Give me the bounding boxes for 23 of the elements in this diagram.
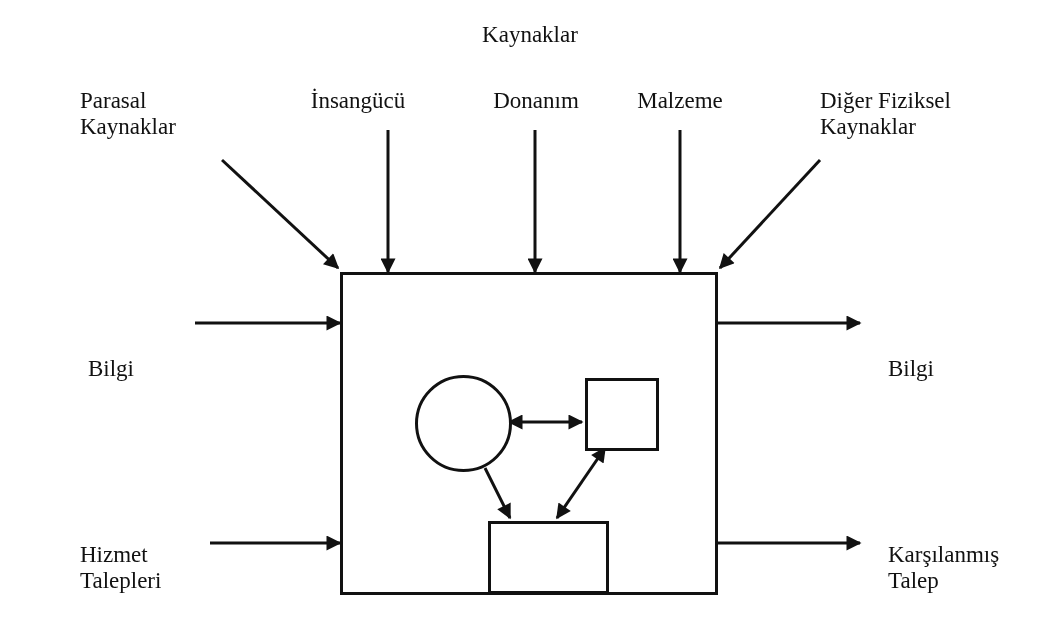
rectangle-shape xyxy=(488,521,609,594)
arrow xyxy=(672,130,688,274)
arrow xyxy=(483,467,512,520)
resource-label: Karşılanmış Talep xyxy=(888,542,1028,598)
arrow xyxy=(718,159,822,270)
resource-label: Bilgi xyxy=(888,356,958,386)
resource-label: Hizmet Talepleri xyxy=(80,542,190,598)
title: Kaynaklar xyxy=(481,22,579,48)
resource-label: Parasal Kaynaklar xyxy=(80,88,210,144)
resource-label: Bilgi xyxy=(88,356,158,386)
arrow xyxy=(210,535,342,551)
arrow xyxy=(195,315,342,331)
resource-label: Donanım xyxy=(482,88,590,118)
arrow xyxy=(380,130,396,274)
system-box xyxy=(340,272,718,595)
arrow xyxy=(718,315,862,331)
arrow xyxy=(527,130,543,274)
arrow xyxy=(220,158,340,270)
resource-label: İnsangücü xyxy=(296,88,420,118)
rectangle-shape xyxy=(585,378,659,451)
arrow xyxy=(718,535,862,551)
resource-label: Diğer Fiziksel Kaynaklar xyxy=(820,88,980,144)
resource-label: Malzeme xyxy=(626,88,734,118)
